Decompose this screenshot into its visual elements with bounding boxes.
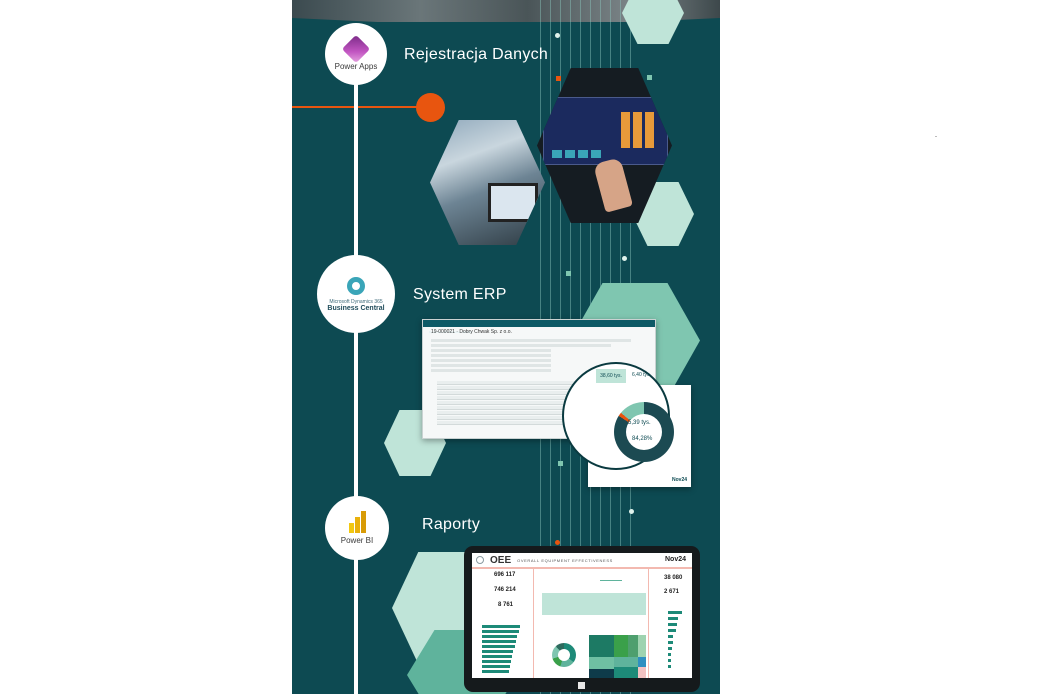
stray-mark	[935, 136, 937, 137]
kpi-right-1: 38 080	[664, 575, 683, 581]
section-title-reports: Raporty	[422, 516, 481, 533]
decorative-dot	[555, 540, 560, 545]
slider-track[interactable]	[600, 580, 622, 581]
windows-button-icon[interactable]	[578, 682, 585, 689]
infographic-poster: Power Apps Rejestracja Danych Microsoft …	[292, 0, 720, 694]
decorative-square	[647, 75, 652, 80]
decorative-dot	[629, 509, 634, 514]
kpi-left-3: 8 761	[498, 602, 514, 608]
nov24-logo: Nov24	[664, 556, 686, 563]
timeline-trunk	[354, 80, 358, 694]
oee-header: OEE OVERALL EQUIPMENT EFFECTIVENESS Nov2…	[472, 553, 692, 569]
factory-photo-strip	[292, 0, 720, 22]
donut-center-value: 5,39 tys.	[628, 420, 651, 426]
factory-worker-laptop-photo	[430, 120, 545, 245]
kpi-left-2: 746 214	[494, 587, 516, 593]
decorative-dot	[555, 33, 560, 38]
oee-subtitle: OVERALL EQUIPMENT EFFECTIVENESS	[517, 557, 613, 563]
section-title-erp: System ERP	[413, 286, 507, 303]
oee-donut-hole	[558, 649, 570, 661]
business-central-label-small: Microsoft Dynamics 365	[329, 298, 383, 305]
area-chart	[542, 593, 646, 615]
donut-percent-value: 84,28%	[632, 436, 653, 442]
power-bi-icon	[348, 511, 366, 533]
kpi-tile-left: 38,60 tys.	[596, 369, 626, 383]
decorative-square	[556, 76, 561, 81]
erp-record-title: 19-000021 · Dobry Chwak Sp. z o.o.	[431, 329, 512, 335]
erp-app-name: Dynamics 365 Business Central	[429, 330, 472, 334]
tablet-device: OEE OVERALL EQUIPMENT EFFECTIVENESS Nov2…	[464, 546, 700, 692]
power-apps-label: Power Apps	[334, 62, 378, 71]
power-bi-label: Power BI	[340, 536, 374, 545]
orange-connector-dot	[416, 93, 445, 122]
power-apps-icon	[341, 34, 371, 64]
right-divider	[648, 569, 649, 678]
power-bi-node: Power BI	[325, 496, 389, 560]
kpi-tile-right: 6,40 tys.	[632, 372, 651, 378]
business-central-node: Microsoft Dynamics 365 Business Central	[317, 255, 395, 333]
kpi-left-1: 696 117	[494, 572, 516, 578]
decorative-square	[558, 461, 563, 466]
left-divider	[533, 569, 534, 678]
oee-dashboard: OEE OVERALL EQUIPMENT EFFECTIVENESS Nov2…	[472, 553, 692, 678]
gear-icon	[476, 556, 484, 564]
oee-title: OEE	[490, 554, 512, 566]
section-title-data-entry: Rejestracja Danych	[404, 46, 549, 63]
nov24-logo: Nov24	[672, 477, 688, 483]
erp-donut-hole	[626, 414, 662, 450]
decorative-dot	[622, 256, 627, 261]
business-central-icon	[347, 276, 365, 295]
erp-titlebar: Dynamics 365 Business Central	[423, 320, 655, 334]
decorative-square	[566, 271, 571, 276]
business-central-label: Business Central	[327, 304, 385, 312]
kpi-right-2: 2 671	[664, 589, 680, 595]
power-apps-node: Power Apps	[325, 23, 387, 85]
